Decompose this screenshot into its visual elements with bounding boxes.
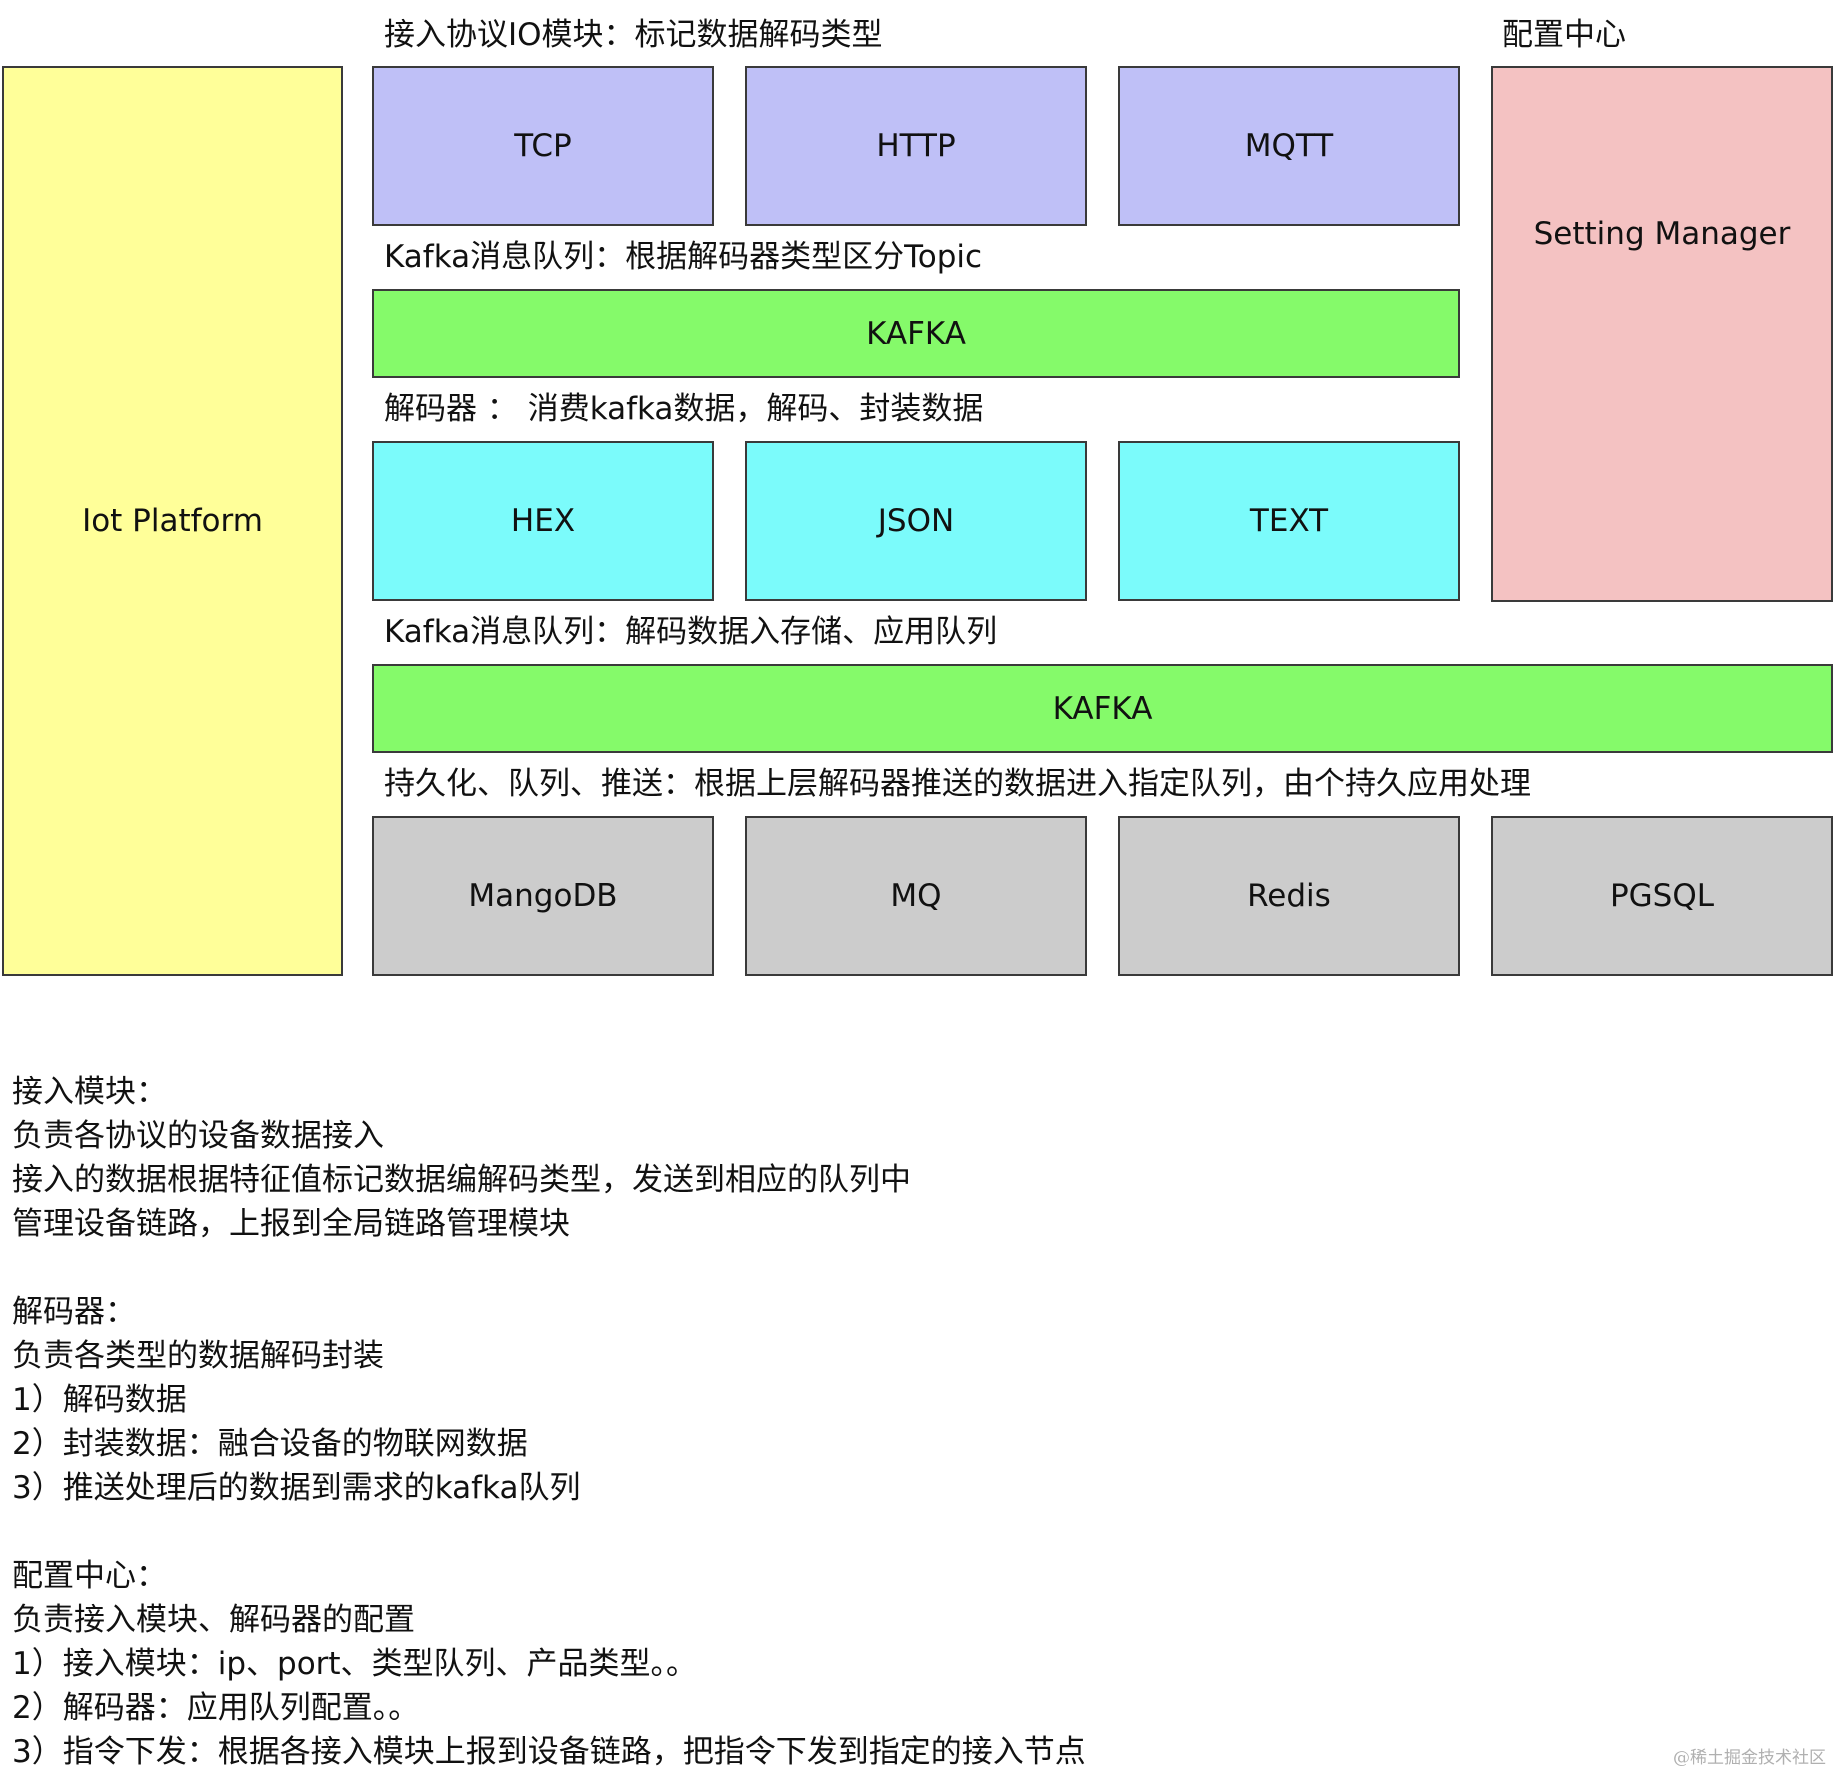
kafka-1-title: Kafka消息队列：根据解码器类型区分Topic [384, 239, 983, 275]
mangodb-box: MangoDB [372, 816, 714, 976]
pgsql-label: PGSQL [1609, 878, 1715, 914]
tcp-label: TCP [514, 128, 572, 164]
watermark: @稀土掘金技术社区 [1673, 1748, 1826, 1768]
redis-box: Redis [1118, 816, 1460, 976]
notes-decoder-line: 负责各类型的数据解码封装 [12, 1338, 384, 1374]
kafka-2-title: Kafka消息队列：解码数据入存储、应用队列 [384, 614, 998, 650]
notes-config-line: 负责接入模块、解码器的配置 [12, 1602, 415, 1638]
notes-access-line: 管理设备链路，上报到全局链路管理模块 [12, 1206, 570, 1242]
mqtt-box: MQTT [1118, 66, 1460, 226]
config-center-title: 配置中心 [1502, 17, 1626, 53]
notes-access-heading: 接入模块： [12, 1074, 167, 1110]
mqtt-label: MQTT [1244, 128, 1334, 164]
json-label: JSON [877, 503, 955, 539]
json-box: JSON [745, 441, 1087, 601]
text-label: TEXT [1249, 503, 1329, 539]
access-layer-title: 接入协议IO模块：标记数据解码类型 [384, 17, 883, 53]
mq-label: MQ [890, 878, 942, 914]
http-label: HTTP [876, 128, 956, 164]
tcp-box: TCP [372, 66, 714, 226]
notes-config-line: 3）指令下发：根据各接入模块上报到设备链路，把指令下发到指定的接入节点 [12, 1734, 1086, 1770]
kafka-1-label: KAFKA [866, 315, 966, 352]
notes-section: 接入模块： 负责各协议的设备数据接入 接入的数据根据特征值标记数据编解码类型，发… [12, 1070, 1086, 1774]
http-box: HTTP [745, 66, 1087, 226]
setting-manager-label: Setting Manager [1533, 216, 1791, 252]
notes-spacer [12, 1510, 1086, 1554]
notes-decoder-heading: 解码器： [12, 1294, 136, 1330]
mangodb-label: MangoDB [468, 878, 618, 914]
kafka-2-label: KAFKA [1052, 690, 1153, 727]
pgsql-box: PGSQL [1491, 816, 1833, 976]
notes-decoder-line: 2）封装数据：融合设备的物联网数据 [12, 1426, 528, 1462]
notes-decoder-line: 1）解码数据 [12, 1382, 187, 1418]
notes-access-line: 负责各协议的设备数据接入 [12, 1118, 384, 1154]
notes-config-heading: 配置中心： [12, 1558, 167, 1594]
kafka-1-box: KAFKA [372, 289, 1460, 378]
notes-config-line: 2）解码器：应用队列配置。。 [12, 1690, 420, 1726]
hex-label: HEX [510, 503, 576, 539]
iot-platform-box: Iot Platform [2, 66, 343, 976]
notes-access-line: 接入的数据根据特征值标记数据编解码类型，发送到相应的队列中 [12, 1162, 911, 1198]
notes-decoder-line: 3）推送处理后的数据到需求的kafka队列 [12, 1470, 581, 1506]
redis-label: Redis [1247, 878, 1331, 914]
hex-box: HEX [372, 441, 714, 601]
decoder-layer-title: 解码器 ： 消费kafka数据，解码、封装数据 [384, 391, 984, 427]
notes-config-line: 1）接入模块：ip、port、类型队列、产品类型。。 [12, 1646, 698, 1682]
notes-spacer [12, 1246, 1086, 1290]
storage-layer-title: 持久化、队列、推送：根据上层解码器推送的数据进入指定队列，由个持久应用处理 [384, 766, 1531, 802]
setting-manager-box: Setting Manager [1491, 66, 1833, 602]
kafka-2-box: KAFKA [372, 664, 1833, 753]
mq-box: MQ [745, 816, 1087, 976]
text-box: TEXT [1118, 441, 1460, 601]
iot-platform-label: Iot Platform [82, 503, 263, 539]
